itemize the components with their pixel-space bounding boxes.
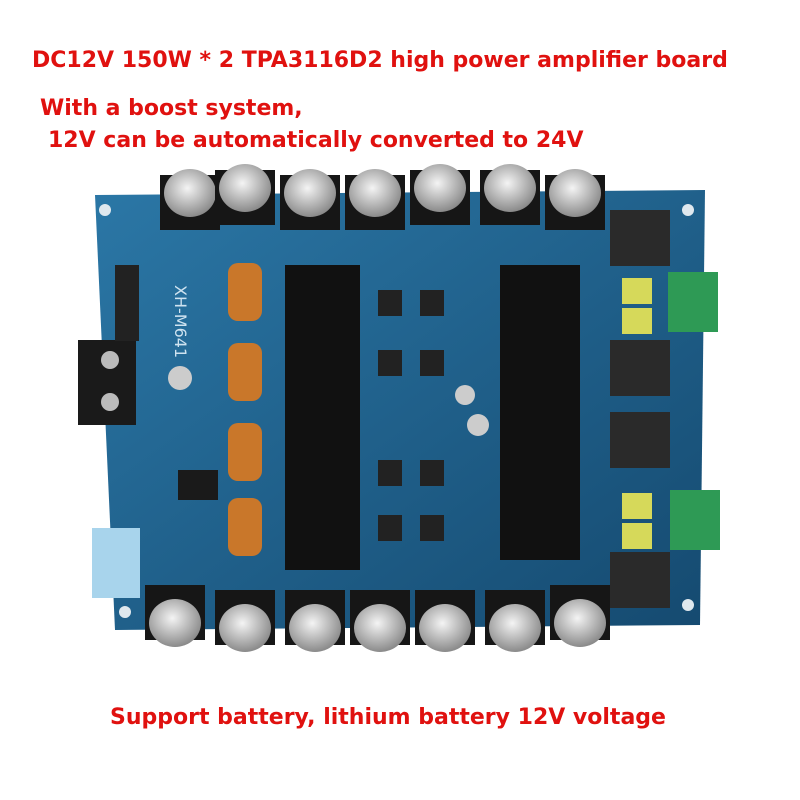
capacitor-top [354,604,406,652]
small-capacitor [467,414,489,436]
capacitor-top [219,164,271,212]
smd-inductor [610,210,670,266]
toroid-inductor [228,498,262,556]
amplifier-ic [178,470,218,500]
capacitor-top [414,164,466,212]
yellow-capacitor [622,308,652,334]
capacitor-top [164,169,216,217]
mounting-hole [682,204,694,216]
heatsink-left [285,265,360,570]
capacitor-top [219,604,271,652]
capacitor-top [149,599,201,647]
yellow-capacitor [622,523,652,549]
smd-diode [420,350,444,376]
terminal-screw [101,393,119,411]
smd-diode [115,290,139,316]
capacitor-top [554,599,606,647]
heatsink-right [500,265,580,560]
toroid-inductor [228,263,262,321]
smd-diode [420,515,444,541]
toroid-inductor [228,423,262,481]
smd-diode [378,350,402,376]
smd-diode [378,515,402,541]
subtitle-caption-line2: 12V can be automatically converted to 24… [48,128,584,153]
capacitor-top [484,164,536,212]
small-capacitor [168,366,192,390]
yellow-capacitor [622,493,652,519]
terminal-right-top [668,272,718,332]
smd-diode [420,460,444,486]
mounting-hole [99,204,111,216]
smd-inductor [610,552,670,608]
board-model-label: XH-M641 [171,285,190,358]
footer-caption: Support battery, lithium battery 12V vol… [110,705,666,730]
capacitor-top [284,169,336,217]
capacitor-top [349,169,401,217]
smd-diode [115,265,139,291]
mounting-hole [119,606,131,618]
subtitle-caption-line1: With a boost system, [40,96,303,121]
capacitor-top [289,604,341,652]
terminal-screw [101,351,119,369]
smd-inductor [610,412,670,468]
toroid-inductor [228,343,262,401]
capacitor-top [419,604,471,652]
small-capacitor [455,385,475,405]
terminal-right-bottom [670,490,720,550]
title-caption: DC12V 150W * 2 TPA3116D2 high power ampl… [32,48,728,73]
mounting-hole [682,599,694,611]
audio-jack [92,528,140,598]
yellow-capacitor [622,278,652,304]
smd-inductor [610,340,670,396]
capacitor-top [549,169,601,217]
smd-diode [115,315,139,341]
capacitor-top [489,604,541,652]
smd-diode [420,290,444,316]
smd-diode [378,290,402,316]
smd-diode [378,460,402,486]
